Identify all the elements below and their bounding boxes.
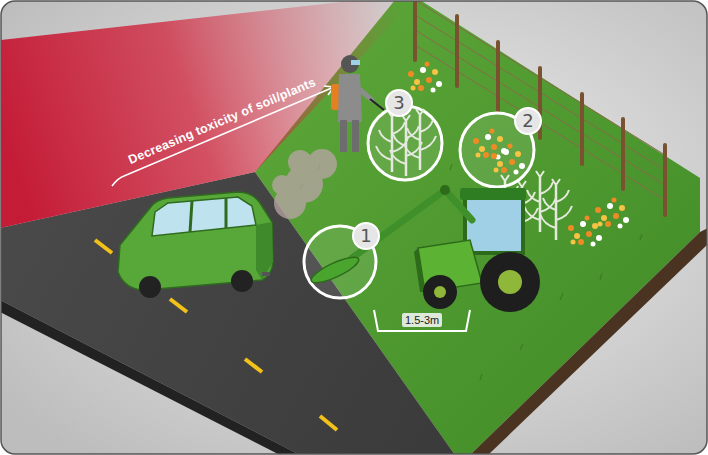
soil-edge bbox=[470, 228, 707, 454]
spray-wand bbox=[370, 99, 384, 110]
car bbox=[118, 192, 273, 298]
highlight-ring bbox=[368, 106, 442, 180]
road-edge bbox=[1, 300, 300, 454]
window-pillars bbox=[190, 198, 226, 232]
wheel-hub bbox=[434, 286, 446, 298]
wheel bbox=[139, 276, 161, 298]
arm bbox=[358, 88, 372, 100]
callout-number: 1 bbox=[352, 222, 380, 250]
rear-wheel bbox=[480, 252, 540, 312]
gradient-arrow-label: Decreasing toxicity of soil/plants bbox=[126, 75, 317, 167]
dimension-bracket bbox=[374, 310, 470, 331]
exhaust-cloud bbox=[272, 149, 337, 219]
protective-suit bbox=[338, 74, 362, 122]
leg bbox=[352, 120, 359, 152]
visor bbox=[351, 60, 360, 65]
tractor bbox=[308, 185, 540, 312]
toxicity-gradient-band bbox=[1, 1, 400, 228]
cab-roof bbox=[460, 188, 526, 200]
head bbox=[341, 55, 359, 73]
dimension-label: 1.5-3m bbox=[402, 313, 442, 327]
wheel bbox=[231, 270, 253, 292]
callout-number: 3 bbox=[385, 89, 413, 117]
sprayer-worker bbox=[331, 55, 384, 152]
wheel-hub bbox=[498, 270, 522, 294]
arm-joint bbox=[440, 185, 450, 195]
callout-number: 2 bbox=[514, 107, 542, 135]
leg bbox=[340, 120, 347, 152]
car-windows bbox=[152, 197, 256, 236]
tractor-cab bbox=[465, 198, 523, 253]
exhaust-pipe bbox=[262, 272, 270, 276]
road bbox=[1, 172, 455, 454]
car-rear bbox=[256, 222, 273, 280]
fence-wires bbox=[415, 1, 665, 200]
front-wheel bbox=[423, 275, 457, 309]
grille bbox=[414, 248, 425, 292]
gradient-arrow bbox=[112, 86, 334, 186]
mower-arm bbox=[352, 190, 472, 258]
mower-head bbox=[308, 253, 361, 288]
grass-texture bbox=[300, 164, 642, 380]
